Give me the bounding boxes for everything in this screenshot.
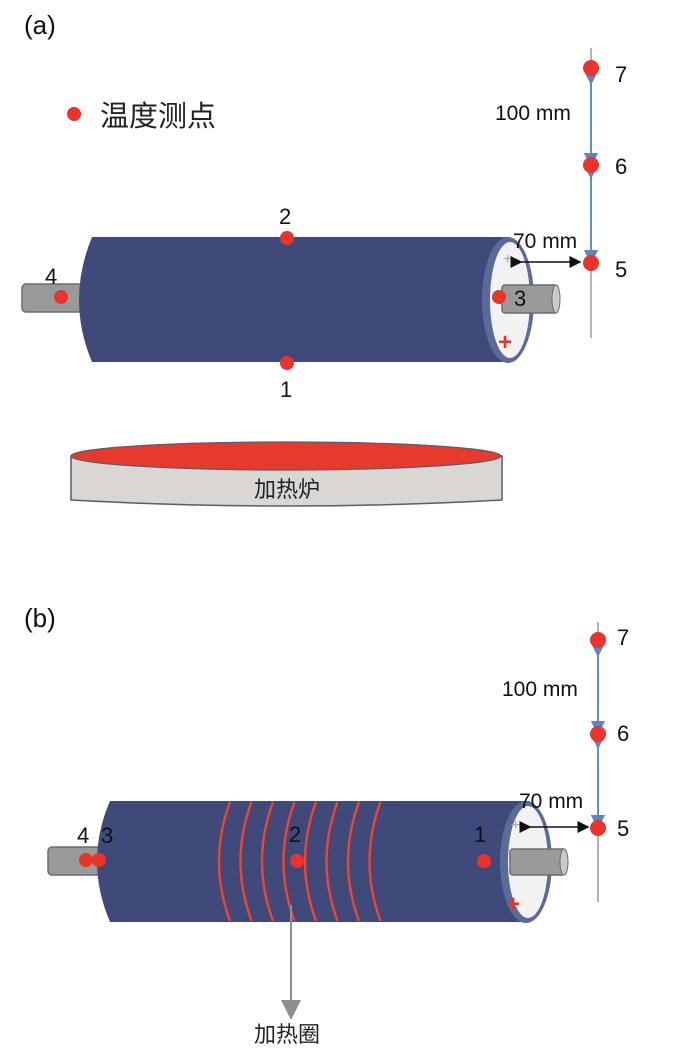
point-label-6-b: 6 — [617, 721, 629, 746]
heating-coil-turn — [325, 801, 339, 922]
point-label-5: 5 — [615, 257, 627, 282]
point-label-3: 3 — [514, 286, 526, 311]
roller-body-b — [97, 801, 530, 922]
sensor-point-7 — [583, 60, 599, 76]
sensor-point-5 — [583, 255, 599, 271]
heating-coil-turn — [346, 801, 361, 922]
point-label-3-b: 3 — [101, 823, 113, 848]
sensor-point-6 — [583, 157, 599, 173]
point-label-4: 4 — [45, 264, 57, 289]
point-label-1-b: 1 — [474, 822, 486, 847]
panel-a: (a) 温度测点 + + 2 1 4 3 7 6 — [21, 10, 627, 507]
point-label-5-b: 5 — [617, 816, 629, 841]
legend-label: 温度测点 — [100, 99, 216, 133]
sensor-point-7-b — [590, 632, 606, 648]
sensor-point-1-b — [477, 854, 491, 868]
heating-coil-turn — [368, 801, 382, 922]
roller-body — [79, 237, 510, 362]
coil-label: 加热圈 — [254, 1023, 320, 1048]
sensor-point-4-b — [79, 853, 93, 867]
legend: 温度测点 — [67, 99, 216, 133]
heating-coil-turn — [303, 801, 318, 922]
heating-furnace: 加热炉 — [70, 441, 503, 507]
panel-a-tag: (a) — [24, 10, 56, 40]
point-label-7-b: 7 — [617, 625, 629, 650]
point-label-2-b: 2 — [289, 822, 301, 847]
right-shaft — [501, 284, 559, 314]
sensor-point-5-b — [590, 820, 606, 836]
dim-label-vertical: 100 mm — [495, 102, 571, 125]
heating-coil-turn — [239, 801, 253, 922]
dim-label-horizontal: 70 mm — [513, 230, 577, 253]
heating-coil-turn — [260, 801, 275, 922]
point-label-4-b: 4 — [77, 823, 89, 848]
point-label-2: 2 — [279, 204, 291, 229]
furnace-label: 加热炉 — [254, 478, 320, 503]
furnace-top — [70, 441, 502, 471]
sensor-point-3-b — [92, 853, 106, 867]
cap-plus-sign: + — [498, 329, 512, 356]
red-dot-icon — [67, 107, 81, 121]
right-shaft-b — [509, 848, 567, 876]
cap-minus-sign-b: + — [511, 817, 520, 834]
sensor-point-6-b — [590, 726, 606, 742]
right-shaft-end — [551, 284, 561, 314]
dim-label-vertical-b: 100 mm — [502, 678, 578, 701]
sensor-point-4 — [54, 290, 68, 304]
point-label-7: 7 — [615, 62, 627, 87]
point-label-1: 1 — [280, 377, 292, 402]
sensor-point-1 — [280, 356, 294, 370]
heating-coil-group — [217, 801, 382, 922]
cap-plus-sign-b: + — [506, 891, 520, 918]
sensor-point-2-b — [290, 854, 304, 868]
point-label-6: 6 — [615, 154, 627, 179]
panel-b: (b) + + 4 3 2 1 7 6 5 100 mm 70 m — [24, 603, 629, 1048]
heating-coil-turn — [217, 801, 232, 922]
dim-label-horizontal-b: 70 mm — [519, 790, 583, 813]
panel-b-tag: (b) — [24, 603, 56, 633]
right-shaft-end-b — [559, 848, 569, 876]
sensor-point-2 — [280, 231, 294, 245]
cap-minus-sign: + — [503, 251, 512, 268]
sensor-point-3 — [492, 290, 506, 304]
